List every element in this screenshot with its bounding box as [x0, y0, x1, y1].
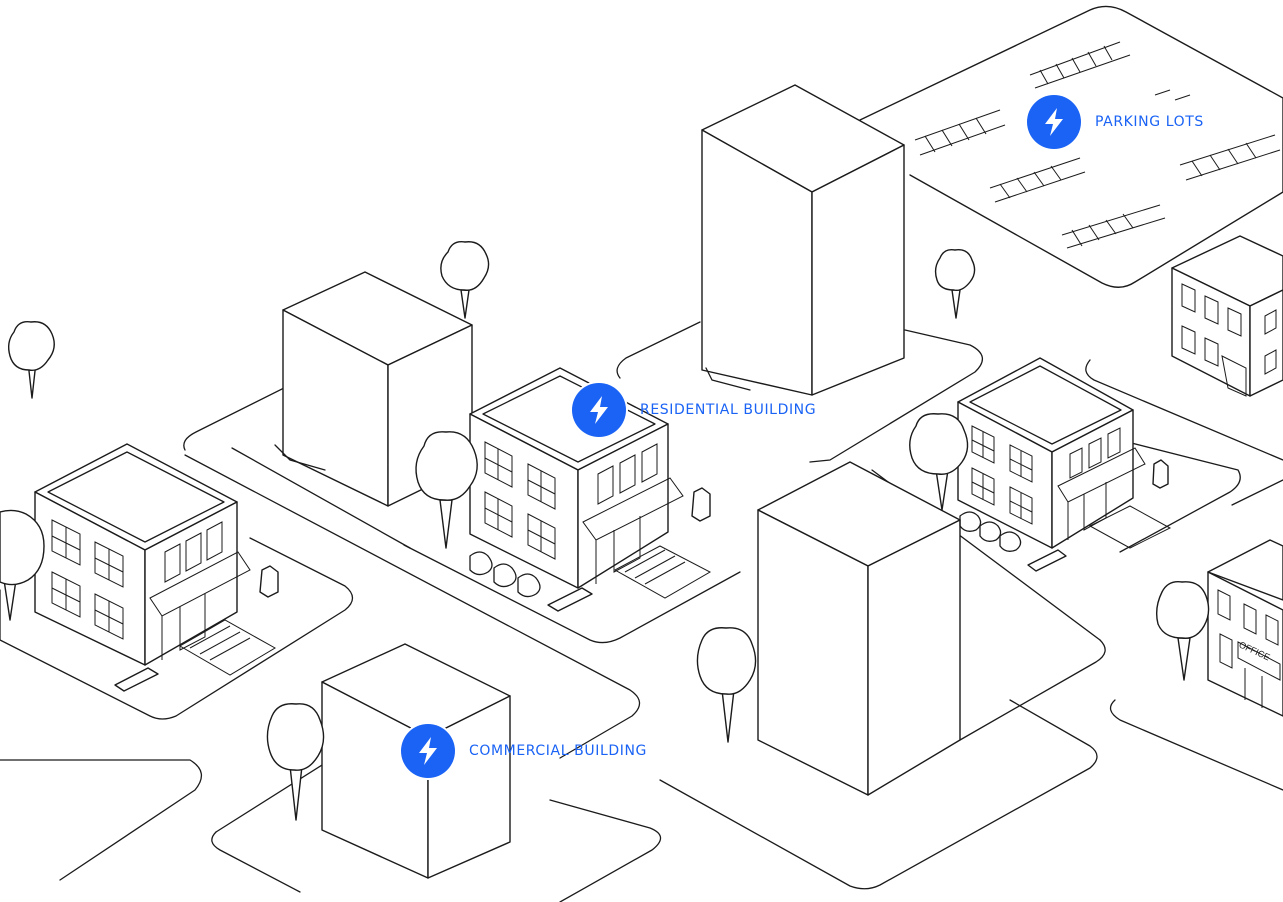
- tree: [416, 432, 477, 548]
- marker-residential-building[interactable]: RESIDENTIAL BUILDING: [572, 383, 816, 437]
- lightning-bolt-icon: [401, 724, 455, 778]
- marker-commercial-building[interactable]: COMMERCIAL BUILDING: [401, 724, 647, 778]
- tall-tower: [702, 85, 904, 395]
- marker-parking-lots[interactable]: PARKING LOTS: [1027, 95, 1204, 149]
- tree: [936, 250, 975, 318]
- tree: [9, 322, 55, 398]
- house-far-right: [1172, 236, 1283, 396]
- tree: [441, 242, 489, 318]
- tree: [1157, 582, 1209, 680]
- marker-label: RESIDENTIAL BUILDING: [640, 402, 816, 418]
- tree: [267, 704, 323, 820]
- house-right: [958, 358, 1170, 571]
- lightning-bolt-glyph: [586, 395, 612, 425]
- lightning-bolt-icon: [572, 383, 626, 437]
- lightning-bolt-icon: [1027, 95, 1081, 149]
- block-building-center: [758, 462, 960, 795]
- lightning-bolt-glyph: [415, 736, 441, 766]
- tree: [697, 628, 755, 742]
- marker-label: COMMERCIAL BUILDING: [469, 743, 647, 759]
- office-building: [1208, 540, 1283, 716]
- lightning-bolt-glyph: [1041, 107, 1067, 137]
- marker-label: PARKING LOTS: [1095, 114, 1204, 130]
- house-left: [35, 444, 278, 691]
